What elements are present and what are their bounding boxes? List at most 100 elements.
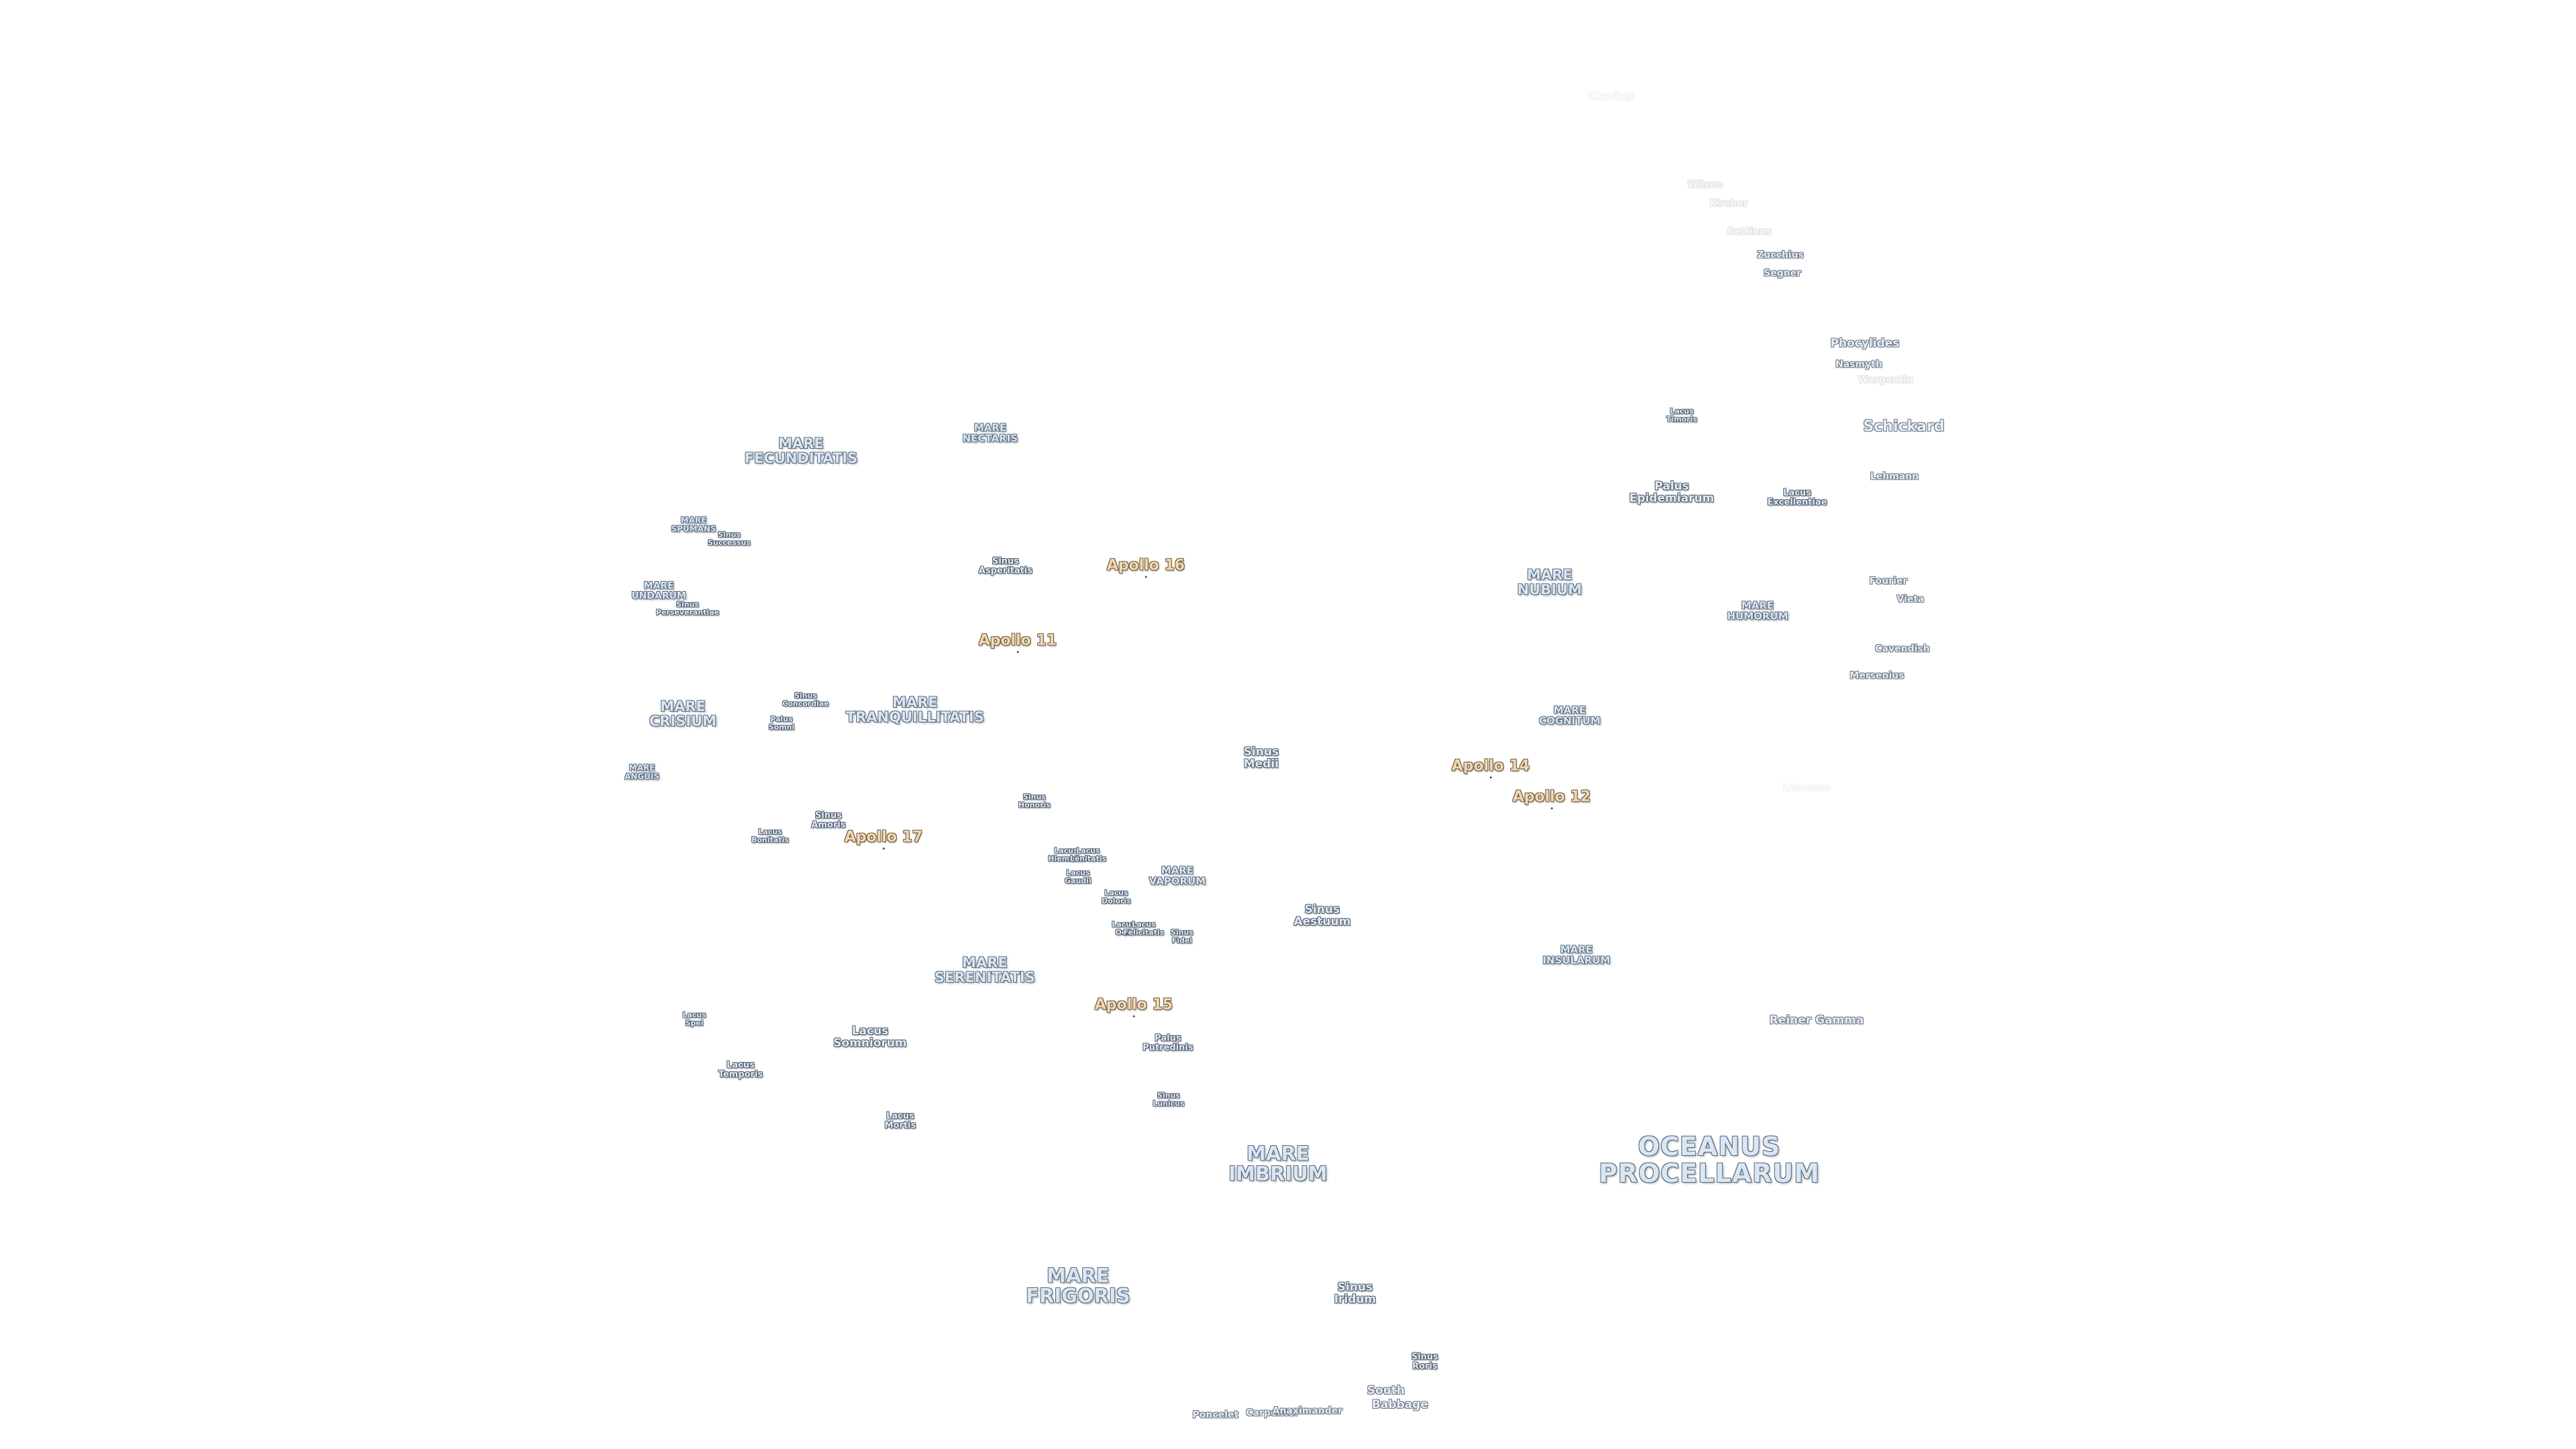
label-mare-crisium[interactable]: MARE CRISIUM xyxy=(649,699,716,729)
label-mare-anguis[interactable]: MARE ANGUIS xyxy=(625,763,659,780)
label-crater-babbage[interactable]: Babbage xyxy=(1372,1399,1428,1411)
label-line: Sinus xyxy=(991,556,1020,567)
label-sinus-successus[interactable]: Sinus Successus xyxy=(708,531,751,546)
label-crater-poncelet[interactable]: Poncelet xyxy=(1192,1409,1239,1421)
label-crater-lehmann[interactable]: Lehmann xyxy=(1870,472,1919,482)
label-line: Lacus xyxy=(1104,888,1128,898)
label-crater-carpenter[interactable]: Carpenter xyxy=(1246,1408,1299,1419)
label-line: ANGUIS xyxy=(624,771,660,781)
label-crater-clavius[interactable]: Clavius xyxy=(1588,91,1634,103)
label-mare-spumans[interactable]: MARE SPUMANS xyxy=(671,516,716,533)
label-mare-undarum[interactable]: MARE UNDARUM xyxy=(631,581,686,600)
label-apollo-11[interactable]: Apollo 11 xyxy=(979,633,1057,653)
label-line: TRANQUILLITATIS xyxy=(845,709,985,725)
label-lacus-excellentiae[interactable]: Lacus Excellentiae xyxy=(1767,488,1827,506)
label-mare-serenitatis[interactable]: MARE SERENITATIS xyxy=(934,955,1035,985)
label-line: Sinus xyxy=(1243,745,1279,759)
label-line: IMBRIUM xyxy=(1228,1163,1328,1185)
label-sinus-medii[interactable]: Sinus Medii xyxy=(1243,745,1279,771)
label-palus-somni[interactable]: Palus Somni xyxy=(769,715,795,731)
label-lacus-bonitatis[interactable]: Lacus Bonitatis xyxy=(751,828,789,843)
label-mare-nubium[interactable]: MARE NUBIUM xyxy=(1517,568,1582,597)
label-line: MARE xyxy=(973,421,1007,434)
label-mare-insularum[interactable]: MARE INSULARUM xyxy=(1543,944,1611,966)
label-crater-vieta[interactable]: Vieta xyxy=(1896,594,1924,605)
label-mare-tranquillitatis[interactable]: MARE TRANQUILLITATIS xyxy=(846,695,984,724)
label-crater-kircher[interactable]: Kircher xyxy=(1709,199,1748,209)
label-line: Gaudii xyxy=(1065,876,1091,885)
label-lacus-felicitatis[interactable]: Lacus Felicitatis xyxy=(1124,920,1165,936)
label-lacus-hiemalis[interactable]: Lacus Hiemalis xyxy=(1048,847,1083,862)
label-crater-schickard[interactable]: Schickard xyxy=(1863,419,1944,434)
label-sinus-concordiae[interactable]: Sinus Concordiae xyxy=(782,692,829,707)
label-sinus-aestuum[interactable]: Sinus Aestuum xyxy=(1294,904,1351,928)
label-sinus-iridum[interactable]: Sinus Iridum xyxy=(1334,1281,1377,1306)
label-mare-cognitum[interactable]: MARE COGNITUM xyxy=(1539,704,1601,727)
label-mare-imbrium[interactable]: MARE IMBRIUM xyxy=(1228,1143,1328,1185)
label-line: Amoris xyxy=(811,820,846,830)
label-text: Nasmyth xyxy=(1835,359,1882,370)
label-sinus-roris[interactable]: Sinus Roris xyxy=(1411,1352,1438,1371)
label-apollo-17[interactable]: Apollo 17 xyxy=(845,829,922,850)
label-sinus-asperitatis[interactable]: Sinus Asperitatis xyxy=(979,557,1032,575)
label-line: Lacus xyxy=(758,827,782,837)
label-line: FRIGORIS xyxy=(1026,1285,1130,1307)
label-crater-letronne[interactable]: Letronne xyxy=(1782,783,1830,794)
label-sinus-amoris[interactable]: Sinus Amoris xyxy=(811,811,845,829)
label-apollo-12[interactable]: Apollo 12 xyxy=(1512,788,1591,810)
label-crater-wilson[interactable]: Wilson xyxy=(1688,180,1723,191)
label-line: Sinus xyxy=(1411,1352,1439,1362)
label-crater-anaximander[interactable]: Anaximander xyxy=(1273,1406,1343,1417)
label-lacus-temporis[interactable]: Lacus Temporis xyxy=(718,1061,763,1079)
label-crater-mersenius[interactable]: Mersenius xyxy=(1849,671,1904,682)
label-mare-frigoris[interactable]: MARE FRIGORIS xyxy=(1026,1265,1130,1307)
label-crater-wargentin[interactable]: Wargentin xyxy=(1858,375,1913,386)
label-line: UNDARUM xyxy=(631,590,686,601)
label-text: Lehmann xyxy=(1870,471,1919,482)
label-line: Palus xyxy=(1155,1033,1181,1044)
label-crater-segner[interactable]: Segner xyxy=(1764,268,1801,279)
label-palus-epidemiarum[interactable]: Palus Epidemiarum xyxy=(1629,480,1715,505)
label-text: Apollo 12 xyxy=(1512,788,1591,806)
label-line: Sinus xyxy=(814,810,843,821)
label-crater-fourier[interactable]: Fourier xyxy=(1870,576,1908,587)
label-mare-humorum[interactable]: MARE HUMORUM xyxy=(1727,600,1788,622)
label-mare-fecunditatis[interactable]: MARE FECUNDITATIS xyxy=(745,436,858,466)
label-line: Lunicus xyxy=(1152,1099,1185,1108)
label-palus-putredinis[interactable]: Palus Putredinis xyxy=(1142,1034,1193,1052)
label-lacus-timoris[interactable]: Lacus Timoris xyxy=(1666,407,1697,423)
label-lacus-spei[interactable]: Lacus Spei xyxy=(682,1011,706,1026)
label-text: Reiner Gamma xyxy=(1769,1014,1864,1028)
label-lacus-gaudii[interactable]: Lacus Gaudii xyxy=(1065,869,1091,884)
label-apollo-16[interactable]: Apollo 16 xyxy=(1107,557,1185,578)
label-mare-vaporum[interactable]: MARE VAPORUM xyxy=(1149,865,1206,887)
label-sinus-lunicus[interactable]: Sinus Lunicus xyxy=(1152,1091,1184,1107)
label-crater-phocylides[interactable]: Phocylides xyxy=(1831,337,1900,350)
label-line: NUBIUM xyxy=(1517,582,1582,598)
label-sinus-fidei[interactable]: Sinus Fidei xyxy=(1171,928,1193,944)
label-crater-south[interactable]: South xyxy=(1367,1385,1405,1397)
label-crater-reiner-gamma[interactable]: Reiner Gamma xyxy=(1769,1014,1864,1028)
label-crater-bettinus[interactable]: Bettinus xyxy=(1727,227,1772,237)
label-line: Temporis xyxy=(718,1069,763,1079)
label-sinus-honoris[interactable]: Sinus Honoris xyxy=(1018,793,1051,808)
label-sinus-perseverantiae[interactable]: Sinus Perseverantiae xyxy=(656,600,719,616)
label-apollo-14[interactable]: Apollo 14 xyxy=(1452,758,1529,779)
label-crater-cavendish[interactable]: Cavendish xyxy=(1875,644,1929,655)
label-line: Successus xyxy=(708,538,751,547)
label-mare-nectaris[interactable]: MARE NECTARIS xyxy=(963,421,1018,444)
label-text: Poncelet xyxy=(1192,1409,1239,1421)
label-lacus-doloris[interactable]: Lacus Doloris xyxy=(1102,889,1131,904)
label-crater-zucchius[interactable]: Zucchius xyxy=(1757,250,1804,261)
landing-site-marker xyxy=(1550,807,1553,810)
label-lacus-odii[interactable]: Lacus Odii xyxy=(1112,920,1135,936)
label-lacus-somniorum[interactable]: Lacus Somniorum xyxy=(833,1025,906,1050)
label-apollo-15[interactable]: Apollo 15 xyxy=(1095,997,1173,1018)
label-line: Bonitatis xyxy=(751,835,789,844)
label-crater-nasmyth[interactable]: Nasmyth xyxy=(1835,360,1882,370)
label-lacus-lenitatis[interactable]: Lacus Lenitatis xyxy=(1070,847,1106,862)
label-line: MARE xyxy=(778,435,824,451)
label-oceanus-procellarum[interactable]: OCEANUS PROCELLARUM xyxy=(1599,1133,1820,1187)
label-lacus-mortis[interactable]: Lacus Mortis xyxy=(885,1112,916,1130)
